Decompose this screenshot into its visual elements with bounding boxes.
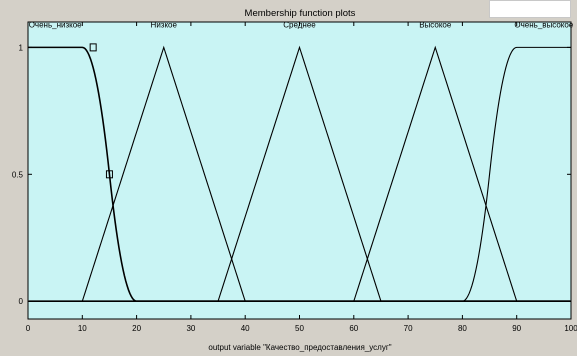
y-tick-labels: 00.51 xyxy=(12,43,24,306)
membership-labels: Очень_низкое Низкое Среднее Высокое Очень_вы… xyxy=(29,20,574,29)
membership-label: Низкое xyxy=(151,20,178,29)
x-tick-label: 70 xyxy=(404,324,413,333)
corner-panel xyxy=(489,0,571,18)
x-tick-label: 0 xyxy=(26,324,31,333)
plot-area xyxy=(27,21,572,320)
membership-curves[interactable] xyxy=(28,45,571,303)
x-tick-label: 30 xyxy=(186,324,195,333)
membership-label: Среднее xyxy=(283,20,316,29)
chart-title: Membership function plots xyxy=(245,8,356,19)
curve-handle[interactable] xyxy=(89,43,97,52)
membership-label: Очень_низкое xyxy=(29,20,82,29)
curve-handle[interactable] xyxy=(105,170,113,179)
x-tick-label: 80 xyxy=(458,324,467,333)
x-tick-label: 50 xyxy=(295,324,304,333)
x-tick-label: 60 xyxy=(349,324,358,333)
x-tick-label: 90 xyxy=(512,324,521,333)
y-tick-label: 0 xyxy=(19,297,24,306)
x-tick-label: 10 xyxy=(78,324,87,333)
x-axis-label: output variable "Качество_предоставления… xyxy=(208,343,391,352)
x-tick-label: 20 xyxy=(132,324,141,333)
membership-label: Очень_высокое xyxy=(514,20,573,29)
x-tick-labels: 0 10 20 30 40 50 60 70 80 90 100 xyxy=(26,324,577,333)
x-tick-label: 100 xyxy=(564,324,577,333)
y-tick-label: 1 xyxy=(19,43,24,52)
y-tick-label: 0.5 xyxy=(12,170,24,179)
curve-handles[interactable] xyxy=(89,43,113,179)
x-tick-label: 40 xyxy=(241,324,250,333)
membership-label: Высокое xyxy=(419,20,452,29)
